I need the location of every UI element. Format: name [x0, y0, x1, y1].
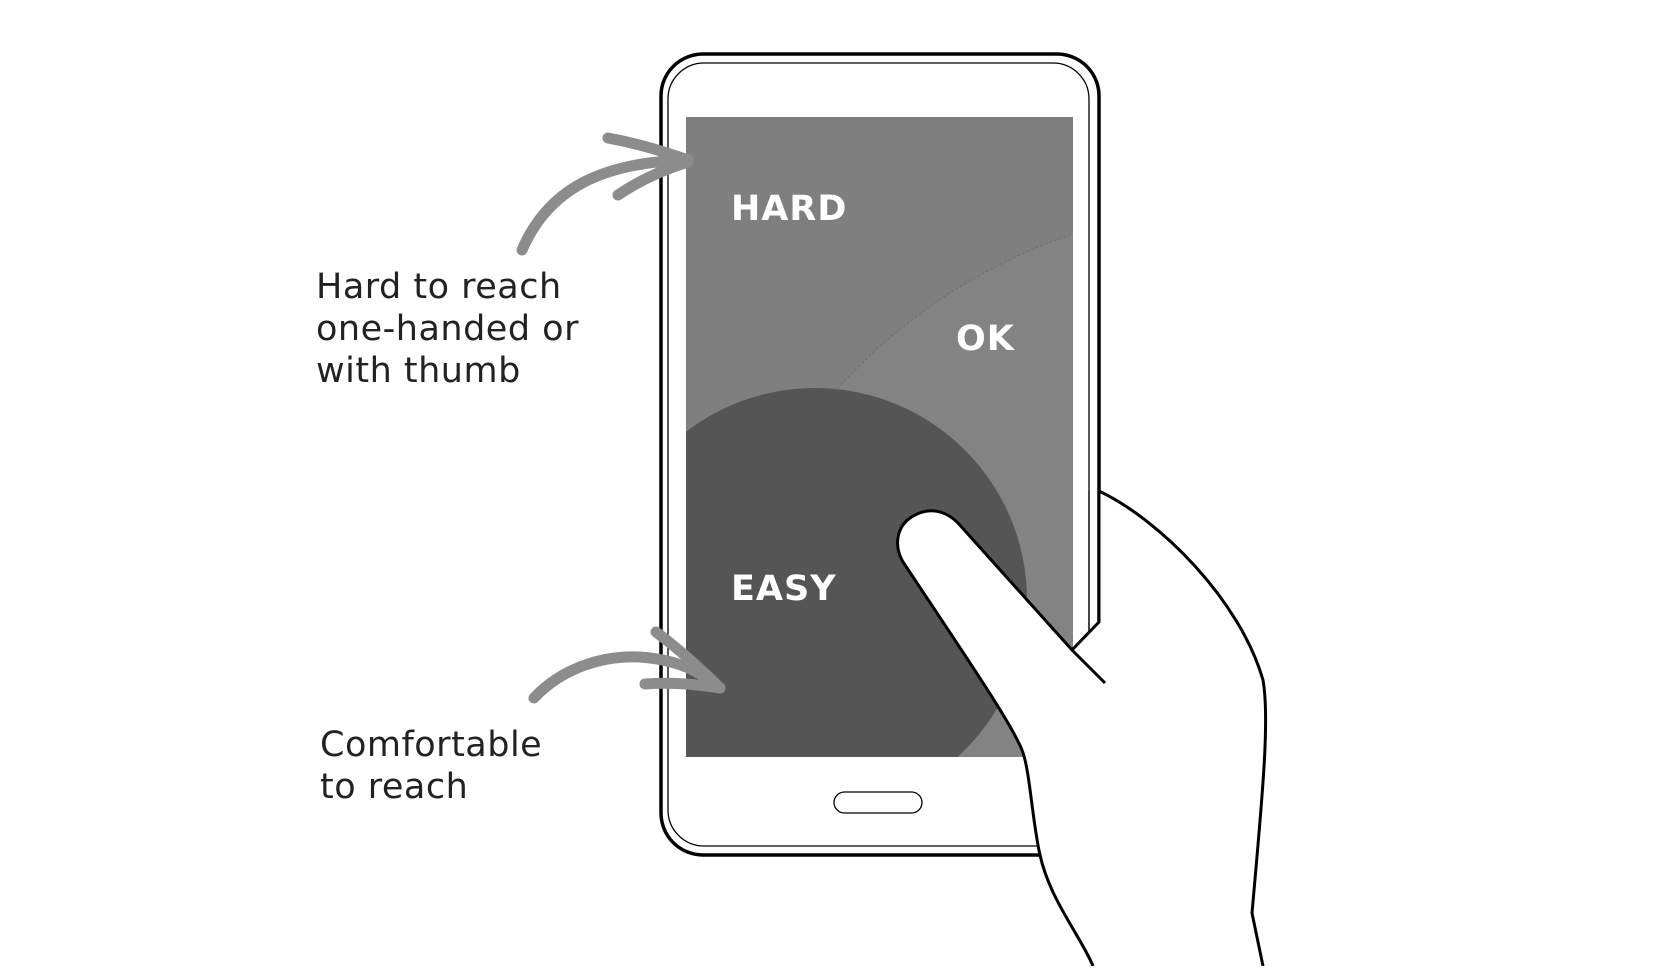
callout-line: Comfortable — [320, 725, 543, 765]
zone-label-easy: EASY — [731, 569, 837, 609]
zone-label-ok: OK — [956, 319, 1015, 359]
callout-line: one-handed or — [316, 309, 579, 349]
home-button-icon — [833, 791, 923, 814]
callout-line: with thumb — [316, 351, 521, 391]
callout-line: to reach — [320, 767, 469, 807]
callout-comfortable-to-reach: Comfortable to reach — [320, 724, 542, 808]
zone-easy — [686, 388, 1027, 757]
curved-arrow-icon — [516, 132, 694, 256]
callout-line: Hard to reach — [316, 267, 562, 307]
zone-label-hard: HARD — [731, 189, 848, 229]
curved-arrow-icon — [528, 626, 726, 704]
callout-hard-to-reach: Hard to reach one-handed or with thumb — [316, 266, 579, 392]
hand-icon — [896, 489, 1268, 967]
